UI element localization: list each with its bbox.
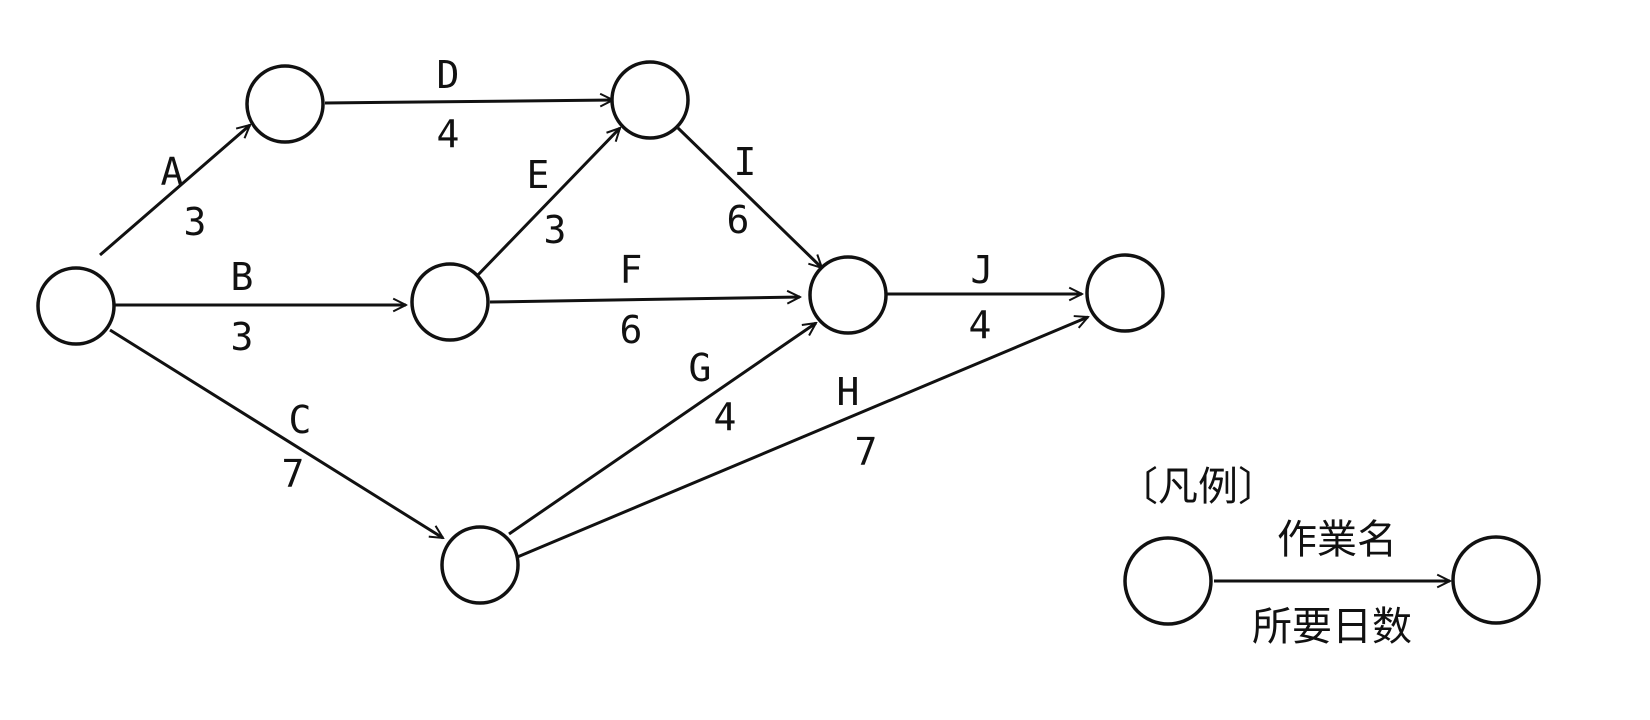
activity-arrows <box>99 100 1450 581</box>
activity-f-days: 6 <box>620 308 643 352</box>
arrow-activity-c <box>109 328 443 540</box>
legend: 〔凡例〕 作業名 所要日数 <box>1118 464 1412 650</box>
event-nodes <box>36 60 1541 626</box>
activity-i-name: I <box>734 140 757 184</box>
node-4 <box>410 262 490 342</box>
activity-e-name: E <box>527 153 550 197</box>
activity-g-name: G <box>689 346 712 390</box>
activity-a-days: 3 <box>184 200 207 244</box>
activity-b-days: 3 <box>231 315 254 359</box>
arrow-activity-a <box>99 125 250 257</box>
node-5 <box>808 255 888 335</box>
activity-c-days: 7 <box>282 452 305 496</box>
arrow-activity-g <box>508 323 816 536</box>
legend-duration: 所要日数 <box>1252 604 1412 650</box>
legend-title: 〔凡例〕 <box>1118 464 1278 510</box>
activity-b-name: B <box>231 255 254 299</box>
arrow-activity-f <box>489 297 800 302</box>
arrow-activity-h <box>514 317 1088 560</box>
legend-activity-name: 作業名 <box>1277 517 1397 563</box>
arrow-activity-d <box>324 100 613 103</box>
activity-d-name: D <box>437 53 460 97</box>
node-7 <box>440 525 520 605</box>
legend-node-start <box>1123 536 1213 626</box>
activity-j-days: 4 <box>969 303 992 347</box>
activity-g-days: 4 <box>714 395 737 439</box>
arrow-activity-e <box>473 128 620 280</box>
legend-node-end <box>1451 535 1541 625</box>
activity-j-name: J <box>971 248 994 292</box>
node-1 <box>36 266 116 346</box>
activity-c-name: C <box>289 398 312 442</box>
activity-a-name: A <box>161 150 184 194</box>
arrow-activity-i <box>676 126 822 268</box>
activity-d-days: 4 <box>437 112 460 156</box>
activity-labels: A 3 B 3 C 7 D 4 E 3 F 6 G 4 H 7 I 6 J 4 <box>161 53 994 496</box>
activity-h-name: H <box>837 370 860 414</box>
activity-f-name: F <box>620 248 643 292</box>
node-3 <box>610 60 690 140</box>
node-6 <box>1085 253 1165 333</box>
node-2 <box>245 64 325 144</box>
activity-i-days: 6 <box>727 198 750 242</box>
activity-e-days: 3 <box>544 208 567 252</box>
activity-h-days: 7 <box>855 430 878 474</box>
